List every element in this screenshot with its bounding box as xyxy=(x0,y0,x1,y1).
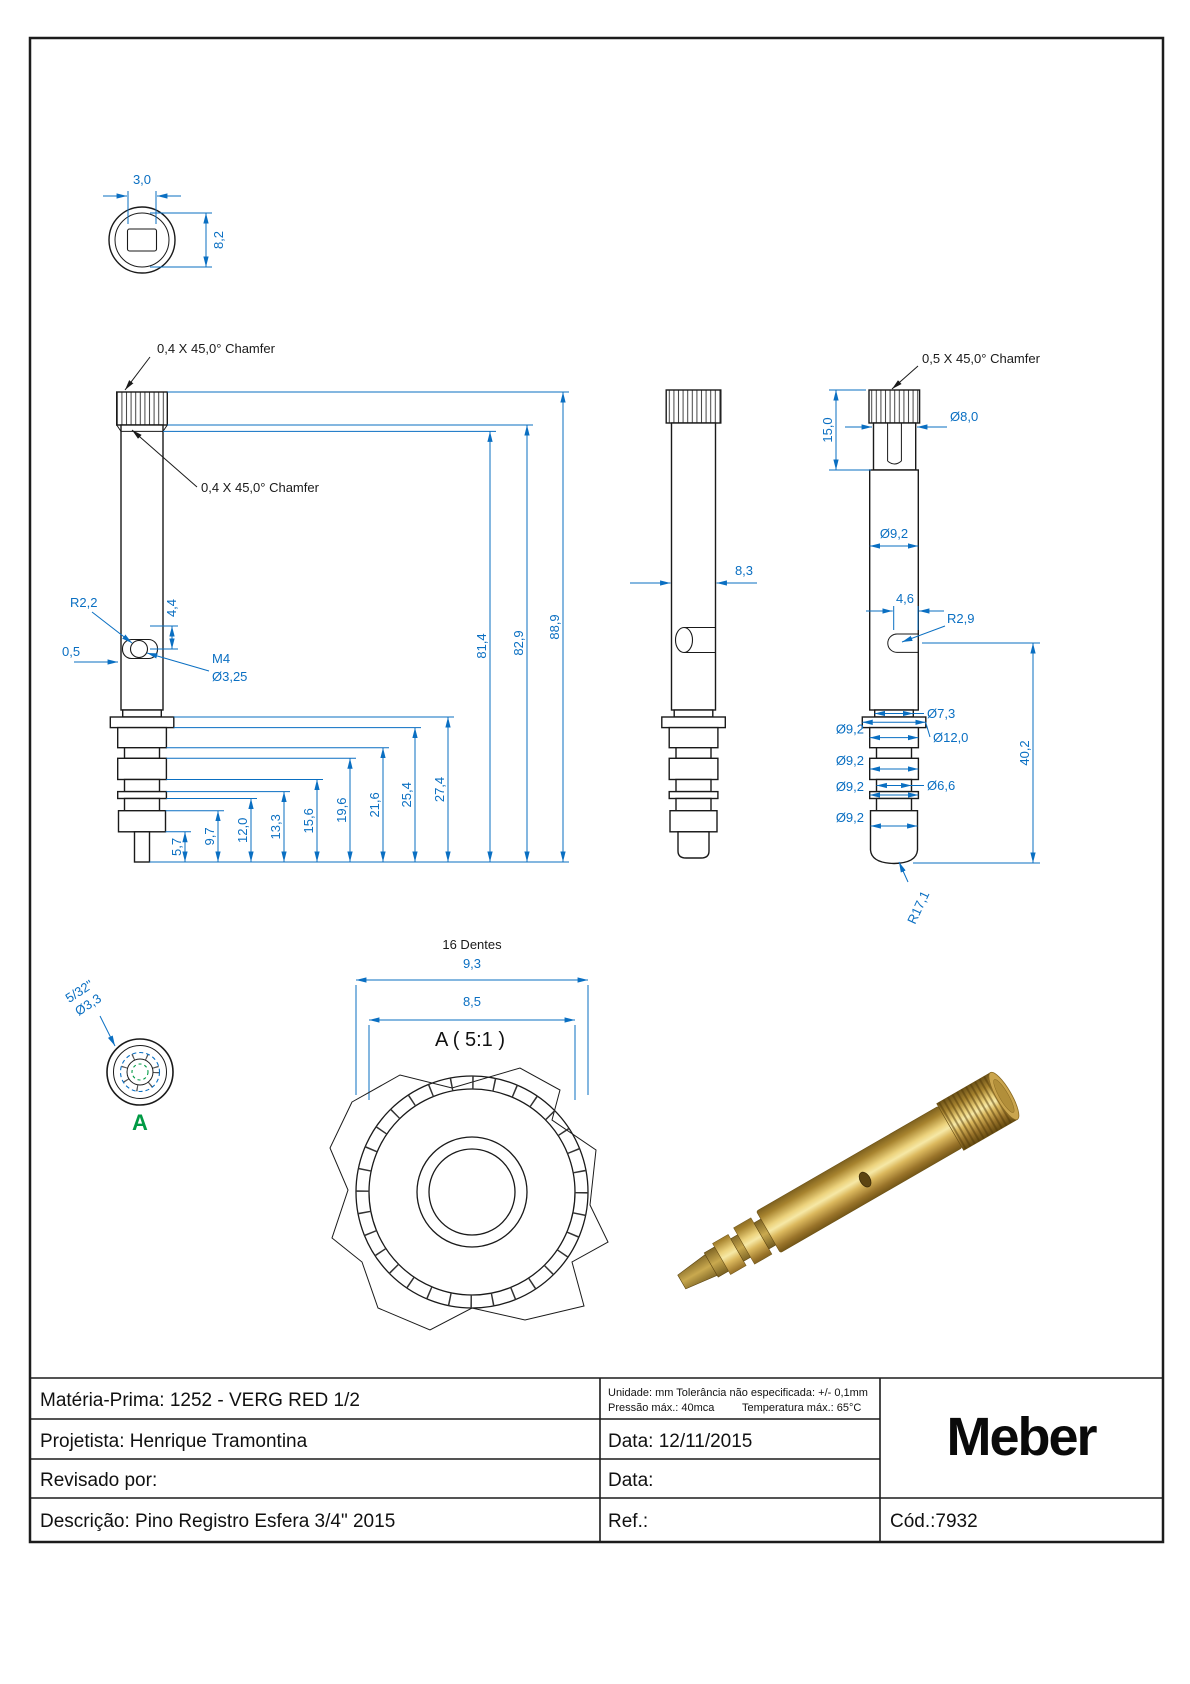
right-groove-dia-dim: Ø6,6 xyxy=(927,778,955,793)
cod-field: Cód.:7932 xyxy=(890,1511,978,1532)
front-edge-offset-dim: 0,5 xyxy=(62,644,80,659)
detail-a-label: A xyxy=(132,1110,148,1135)
right-body-dia-dim: Ø9,2 xyxy=(880,526,908,541)
revisado-field: Revisado por: xyxy=(40,1470,157,1491)
detail-root-dia-dim: 8,5 xyxy=(463,994,481,1009)
detail-a-marker: 5/32" Ø3,3 A xyxy=(63,977,174,1135)
front-stack-dim-8: 25,4 xyxy=(399,782,414,807)
right-ring-dia-3: Ø9,2 xyxy=(836,779,864,794)
right-tip-radius-dim: R17,1 xyxy=(904,888,932,926)
detail-teeth-note: 16 Dentes xyxy=(442,937,502,952)
front-thread-dia: Ø3,25 xyxy=(212,669,247,684)
front-stack-dim-7: 21,6 xyxy=(367,792,382,817)
front-overall-dim-2: 82,9 xyxy=(511,630,526,655)
front-view: 0,4 X 45,0° Chamfer 0,4 X 45,0° Chamfer … xyxy=(62,341,569,863)
right-side-view: 0,5 X 45,0° Chamfer 15,0 Ø8,0 Ø9,2 4,6 R… xyxy=(820,351,1041,926)
front-overall-dim-3: 88,9 xyxy=(547,614,562,639)
iso-view xyxy=(677,1071,1020,1290)
front-hole-radius-dim: R2,2 xyxy=(70,595,97,610)
data-filled-field: Data: 12/11/2015 xyxy=(608,1431,752,1452)
front-stack-dim-4: 13,3 xyxy=(268,814,283,839)
descricao-field: Descrição: Pino Registro Esfera 3/4" 201… xyxy=(40,1511,395,1532)
top-view: 3,0 8,2 xyxy=(103,172,226,274)
right-neck-dia-dim: Ø7,3 xyxy=(927,706,955,721)
front-hole-height-dim: 4,4 xyxy=(164,599,179,617)
right-lower-length-dim: 40,2 xyxy=(1017,740,1032,765)
right-slot-radius-dim: R2,9 xyxy=(947,611,974,626)
front-stack-dim-5: 15,6 xyxy=(301,808,316,833)
detail-outer-dia-dim: 9,3 xyxy=(463,956,481,971)
front-stack-dim-3: 12,0 xyxy=(235,818,250,843)
side-view: 8,3 xyxy=(630,389,757,859)
title-block: Matéria-Prima: 1252 - VERG RED 1/2 Proje… xyxy=(30,1377,1163,1542)
front-stack-dim-6: 19,6 xyxy=(334,798,349,823)
pressao-note: Pressão máx.: 40mca xyxy=(608,1402,715,1414)
materia-prima-field: Matéria-Prima: 1252 - VERG RED 1/2 xyxy=(40,1390,360,1411)
right-chamfer-note: 0,5 X 45,0° Chamfer xyxy=(922,351,1041,366)
projetista-field: Projetista: Henrique Tramontina xyxy=(40,1431,308,1452)
detail-view-title: A ( 5:1 ) xyxy=(435,1029,505,1051)
iso-cross-hole xyxy=(858,1171,872,1188)
right-ring-dia-2: Ø9,2 xyxy=(836,753,864,768)
temperatura-note: Temperatura máx.: 65°C xyxy=(742,1402,861,1414)
unidade-note: Unidade: mm Tolerância não especificada:… xyxy=(608,1387,868,1399)
side-width-dim: 8,3 xyxy=(735,563,753,578)
front-stack-dim-1: 5,7 xyxy=(169,838,184,856)
right-top-dia-dim: Ø8,0 xyxy=(950,409,978,424)
right-knurl-length-dim: 15,0 xyxy=(820,417,835,442)
data-empty-field: Data: xyxy=(608,1470,653,1491)
ref-field: Ref.: xyxy=(608,1511,648,1532)
front-overall-dim-1: 81,4 xyxy=(474,633,489,658)
front-chamfer-top-note: 0,4 X 45,0° Chamfer xyxy=(157,341,276,356)
front-thread-label: M4 xyxy=(212,651,230,666)
right-slot-width-dim: 4,6 xyxy=(896,591,914,606)
company-logo: Meber xyxy=(946,1407,1097,1467)
right-ring-dia-4: Ø9,2 xyxy=(836,810,864,825)
top-slot-width-dim: 3,0 xyxy=(133,172,151,187)
top-head-height-dim: 8,2 xyxy=(211,231,226,249)
detail-a-view: 16 Dentes 9,3 8,5 A ( 5:1 ) xyxy=(329,937,609,1331)
right-ring-dia-1: Ø9,2 xyxy=(836,722,864,737)
right-flange-dia-dim: Ø12,0 xyxy=(933,730,968,745)
front-stack-dim-2: 9,7 xyxy=(202,827,217,845)
front-stack-dim-9: 27,4 xyxy=(432,777,447,802)
front-chamfer-mid-note: 0,4 X 45,0° Chamfer xyxy=(201,480,320,495)
sheet-border xyxy=(28,36,1165,1544)
